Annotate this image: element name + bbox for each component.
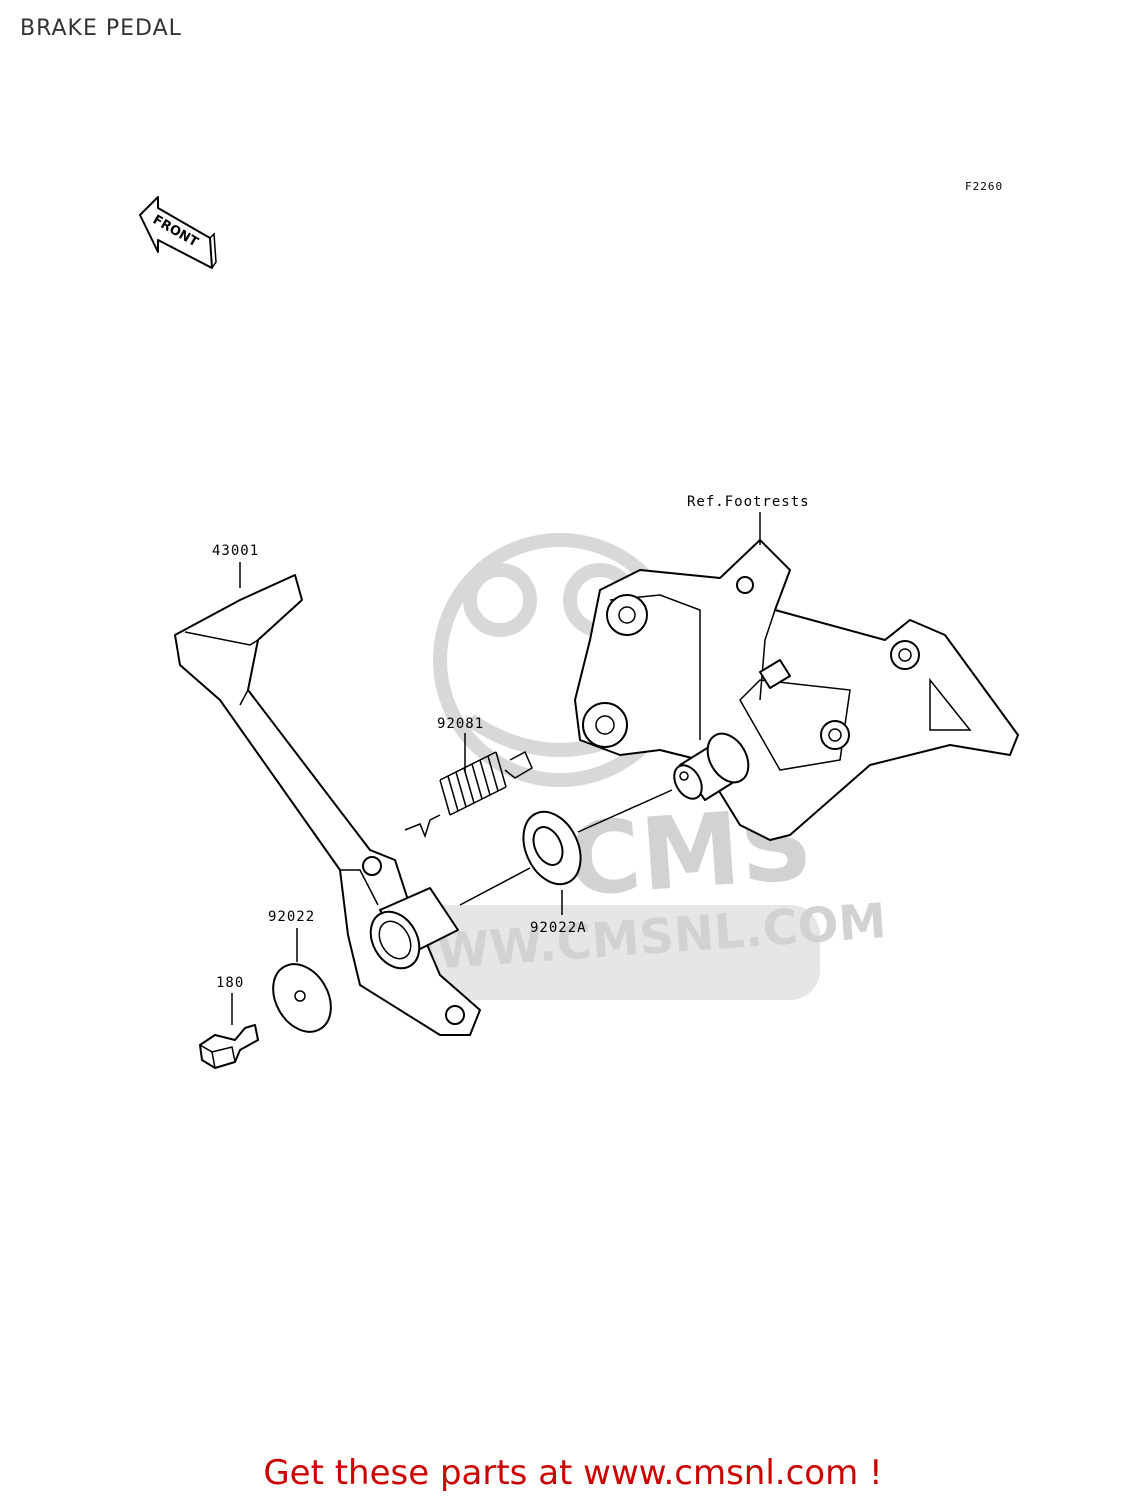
callout-92022: 92022 [268,909,315,925]
callout-footrests: Ref.Footrests [687,494,810,510]
figure-code: F2260 [965,180,1003,193]
washer-92022a [522,810,582,886]
callout-43001: 43001 [212,543,259,559]
return-spring [404,750,533,839]
callout-92022a: 92022A [530,920,587,936]
assembly-line-shaft [459,789,673,906]
callout-92081: 92081 [437,716,484,732]
watermark-url-band [360,905,820,1000]
page-title: BRAKE PEDAL [20,16,182,41]
washer-92022 [272,963,332,1033]
callout-180: 180 [216,975,244,991]
footrest-bracket [574,539,1019,841]
brake-pedal [174,574,481,1036]
get-parts-link[interactable]: Get these parts at www.cmsnl.com ! [263,1453,883,1493]
bolt-180 [199,1024,259,1069]
front-direction-arrow-icon: FRONT [139,196,217,269]
